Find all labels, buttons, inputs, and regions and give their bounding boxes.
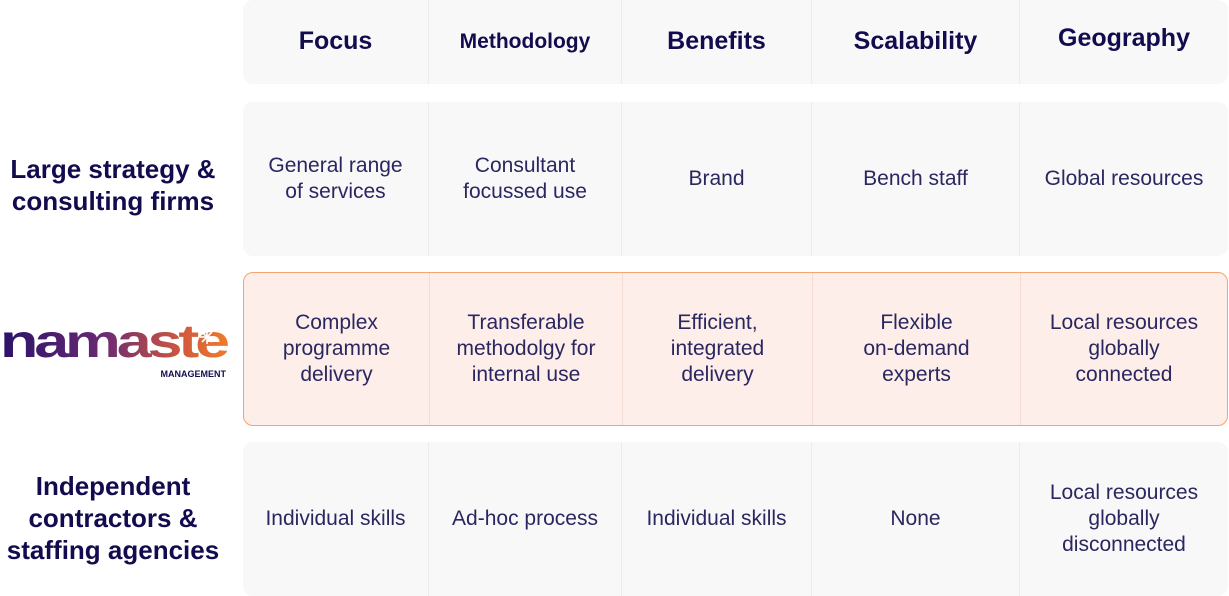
cell-line: Bench staff bbox=[863, 166, 968, 190]
cell-line: globally bbox=[1088, 506, 1160, 530]
column-header-benefits: Benefits bbox=[621, 0, 811, 84]
table-cell: Individual skills bbox=[621, 442, 811, 596]
logo-subtitle: MANAGEMENT bbox=[161, 369, 227, 379]
row-label-line: Large strategy & bbox=[10, 154, 216, 184]
table-cell: Efficient,integrated delivery bbox=[622, 273, 812, 425]
cell-line: Transferable bbox=[467, 310, 585, 334]
cell-line: disconnected bbox=[1062, 533, 1186, 557]
table-cell: None bbox=[811, 442, 1019, 596]
row-label-line: staffing agencies bbox=[6, 535, 220, 566]
table-cell: Ad-hoc process bbox=[428, 442, 621, 596]
cell-line: experts bbox=[882, 363, 951, 387]
column-header-geography: Geography bbox=[1019, 0, 1228, 84]
namaste-management-logo: namaste MANAGEMENT bbox=[0, 318, 228, 379]
comparison-row-independent: Individual skills Ad-hoc process Individ… bbox=[243, 442, 1228, 596]
logo-wordmark: namaste bbox=[0, 318, 228, 367]
cell-line: Global resources bbox=[1044, 166, 1204, 190]
cell-line: programme bbox=[282, 336, 391, 360]
table-cell: Global resources bbox=[1019, 102, 1228, 256]
cell-line: None bbox=[890, 506, 941, 530]
cell-line: Local resources bbox=[1049, 310, 1199, 334]
cell-line: Consultant bbox=[474, 153, 576, 177]
row-label-independent: Independent contractors & staffing agenc… bbox=[0, 470, 226, 567]
row-label-line: consulting firms bbox=[11, 186, 215, 217]
cell-line: integrated bbox=[670, 336, 765, 360]
header-row: Focus Methodology Benefits Scalability G… bbox=[243, 0, 1228, 84]
cell-line: Complex bbox=[295, 310, 378, 334]
cell-line: delivery bbox=[300, 363, 373, 387]
cell-line: methodolgy for bbox=[456, 336, 596, 360]
column-header-focus: Focus bbox=[298, 27, 373, 56]
cell-line: Flexible bbox=[880, 310, 953, 334]
column-header-methodology: Methodology bbox=[428, 0, 621, 84]
cell-line: Individual skills bbox=[265, 506, 406, 530]
cell-line: on-demand bbox=[863, 336, 970, 360]
cell-line: globally bbox=[1088, 336, 1160, 360]
cell-line: Ad-hoc process bbox=[452, 506, 598, 530]
cell-line: Local resources bbox=[1049, 480, 1199, 504]
table-cell: Brand bbox=[621, 102, 811, 256]
table-cell: General range of services bbox=[243, 102, 428, 256]
cell-line: of services bbox=[285, 180, 386, 203]
table-cell: Individual skills bbox=[243, 442, 428, 596]
cell-line: connected bbox=[1075, 363, 1173, 387]
table-cell: Consultant focussed use bbox=[428, 102, 621, 256]
column-header-scalability: Scalability bbox=[811, 0, 1019, 84]
row-label-line: Independent bbox=[35, 471, 191, 501]
cell-line: Individual skills bbox=[646, 506, 787, 530]
row-label-line: contractors & bbox=[28, 503, 198, 534]
cell-line: General range bbox=[268, 153, 403, 177]
table-cell: Bench staff bbox=[811, 102, 1019, 256]
comparison-row-large-firms: General range of services Consultant focus… bbox=[243, 102, 1228, 256]
cell-line: internal use bbox=[471, 363, 581, 387]
row-label-large-firms: Large strategy & consulting firms bbox=[0, 153, 226, 217]
cell-line: delivery bbox=[681, 363, 754, 387]
spark-icon bbox=[200, 330, 214, 344]
cell-line: Efficient, bbox=[677, 310, 758, 334]
cell-line: Brand bbox=[688, 166, 745, 190]
cell-line: focussed use bbox=[463, 180, 587, 203]
